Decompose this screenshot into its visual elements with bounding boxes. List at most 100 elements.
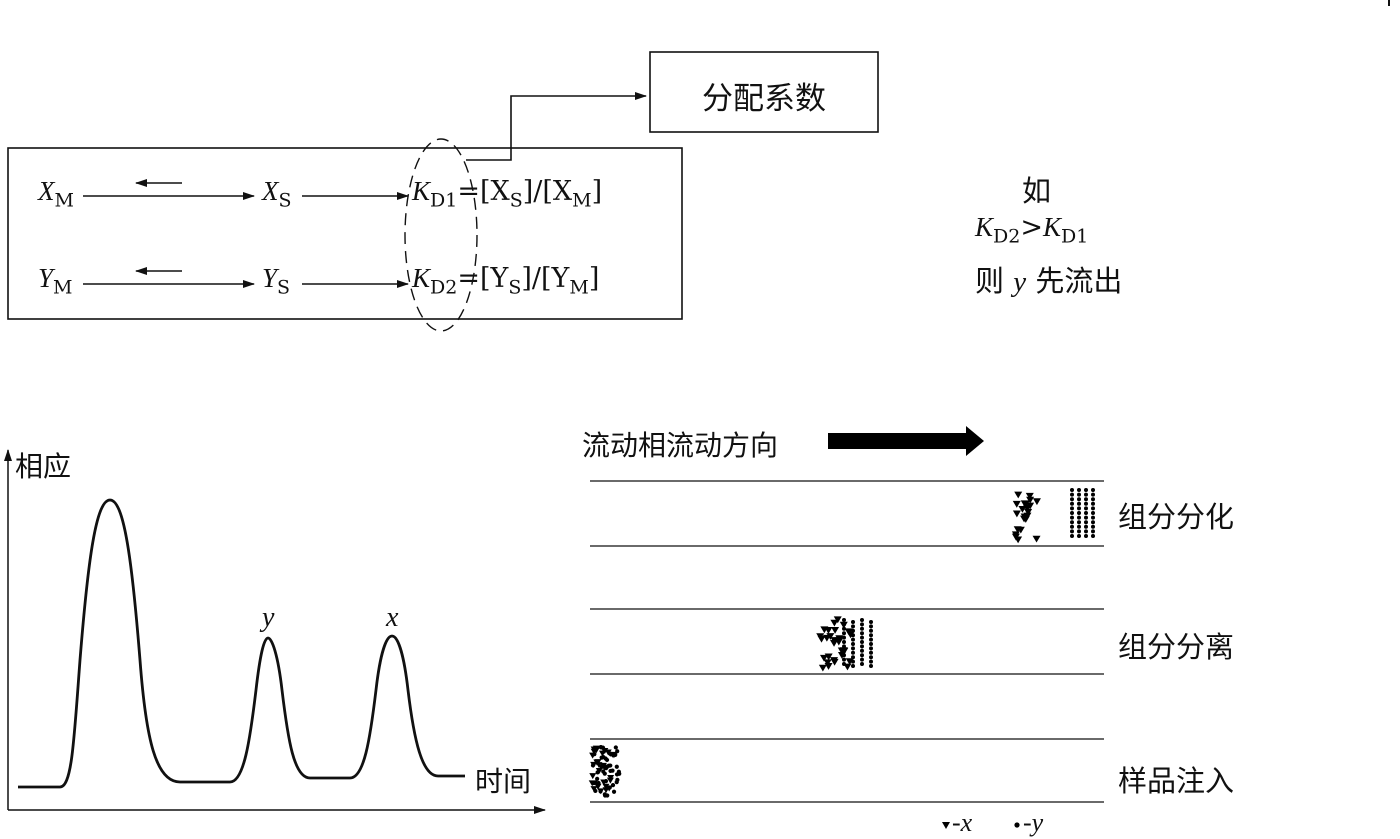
y-particle — [1091, 520, 1095, 524]
y-particle — [604, 779, 608, 783]
y-particle — [603, 793, 607, 797]
y-particle — [1077, 488, 1081, 492]
y-particle — [615, 780, 619, 784]
row1-stationary-label: XS — [262, 176, 292, 211]
y-particle — [1070, 502, 1074, 506]
connector-arrow — [466, 96, 646, 160]
note-line3: 则 y 先流出 — [975, 258, 1122, 300]
y-particle — [605, 758, 609, 762]
y-particle — [851, 651, 855, 655]
y-particle — [1084, 525, 1088, 529]
x-particle — [819, 665, 827, 672]
y-particle — [591, 763, 595, 767]
row2-stationary-label: YS — [262, 263, 290, 298]
y-particle — [1091, 497, 1095, 501]
y-particle — [613, 753, 617, 757]
y-particle — [600, 765, 604, 769]
y-particle — [842, 658, 846, 662]
y-particle — [851, 629, 855, 633]
particle-layer — [589, 488, 1095, 798]
y-particle — [1070, 488, 1074, 492]
y-particle — [1091, 506, 1095, 510]
y-particle — [609, 752, 613, 756]
y-particle — [1070, 520, 1074, 524]
y-particle — [593, 789, 597, 793]
row1-mobile-label: XM — [38, 176, 74, 211]
peak-label-y: y — [262, 602, 274, 634]
y-particle — [612, 790, 616, 794]
y-particle — [598, 789, 602, 793]
y-particle — [1091, 511, 1095, 515]
legend-y-label: -y — [1023, 808, 1043, 838]
y-particle — [842, 649, 846, 653]
y-particle — [611, 783, 615, 787]
y-particle — [1091, 502, 1095, 506]
y-particle — [1070, 511, 1074, 515]
y-particle — [610, 769, 614, 773]
flow-direction-label: 流动相流动方向 — [582, 424, 778, 464]
y-particle — [1084, 520, 1088, 524]
y-particle — [860, 631, 864, 635]
y-particle — [1091, 493, 1095, 497]
y-particle — [851, 646, 855, 650]
y-particle — [851, 633, 855, 637]
y-particle — [1084, 511, 1088, 515]
legend-triangle-icon — [942, 822, 950, 829]
y-particle — [851, 620, 855, 624]
y-particle — [851, 664, 855, 668]
y-particle — [593, 780, 597, 784]
x-particle — [1033, 536, 1041, 543]
y-particle — [614, 745, 618, 749]
y-particle — [1070, 497, 1074, 501]
y-particle — [860, 640, 864, 644]
note-line2: KD2>KD1 — [975, 212, 1088, 247]
row2-mobile-label: YM — [38, 263, 73, 298]
y-particle — [1077, 516, 1081, 520]
y-particle — [1091, 534, 1095, 538]
y-particle — [869, 638, 873, 642]
y-particle — [1077, 529, 1081, 533]
y-particle — [1070, 529, 1074, 533]
y-particle — [1070, 516, 1074, 520]
x-axis-label: 时间 — [475, 760, 531, 800]
y-particle — [851, 638, 855, 642]
y-particle — [869, 646, 873, 650]
y-particle — [615, 772, 619, 776]
y-particle — [851, 642, 855, 646]
y-particle — [1084, 506, 1088, 510]
y-particle — [607, 764, 611, 768]
stage-label-separation: 组分分离 — [1118, 624, 1234, 666]
y-particle — [1084, 529, 1088, 533]
y-particle — [869, 655, 873, 659]
y-particle — [1077, 525, 1081, 529]
y-particle — [1084, 488, 1088, 492]
y-particle — [842, 636, 846, 640]
y-particle — [1084, 516, 1088, 520]
legend-x-label: -x — [952, 808, 972, 838]
stage-label-injection: 样品注入 — [1118, 758, 1234, 800]
y-particle — [869, 624, 873, 628]
y-particle — [869, 642, 873, 646]
y-particle — [869, 633, 873, 637]
row2-kd-equation: KD2=[YS]/[YM] — [412, 263, 599, 298]
y-particle — [1084, 502, 1088, 506]
y-particle — [1070, 525, 1074, 529]
y-particle — [603, 772, 607, 776]
y-particle — [1084, 534, 1088, 538]
partition-coefficient-title: 分配系数 — [650, 73, 878, 118]
y-particle — [615, 765, 619, 769]
y-particle — [860, 658, 864, 662]
y-particle — [1084, 497, 1088, 501]
y-particle — [1070, 534, 1074, 538]
y-particle — [1091, 529, 1095, 533]
y-particle — [1084, 493, 1088, 497]
x-particle — [831, 659, 839, 666]
y-particle — [1091, 525, 1095, 529]
y-particle — [842, 653, 846, 657]
y-axis-label: 相应 — [15, 445, 71, 485]
y-particle — [601, 745, 605, 749]
y-particle — [842, 631, 846, 635]
k-highlight-ellipse — [405, 139, 477, 331]
y-particle — [842, 662, 846, 666]
